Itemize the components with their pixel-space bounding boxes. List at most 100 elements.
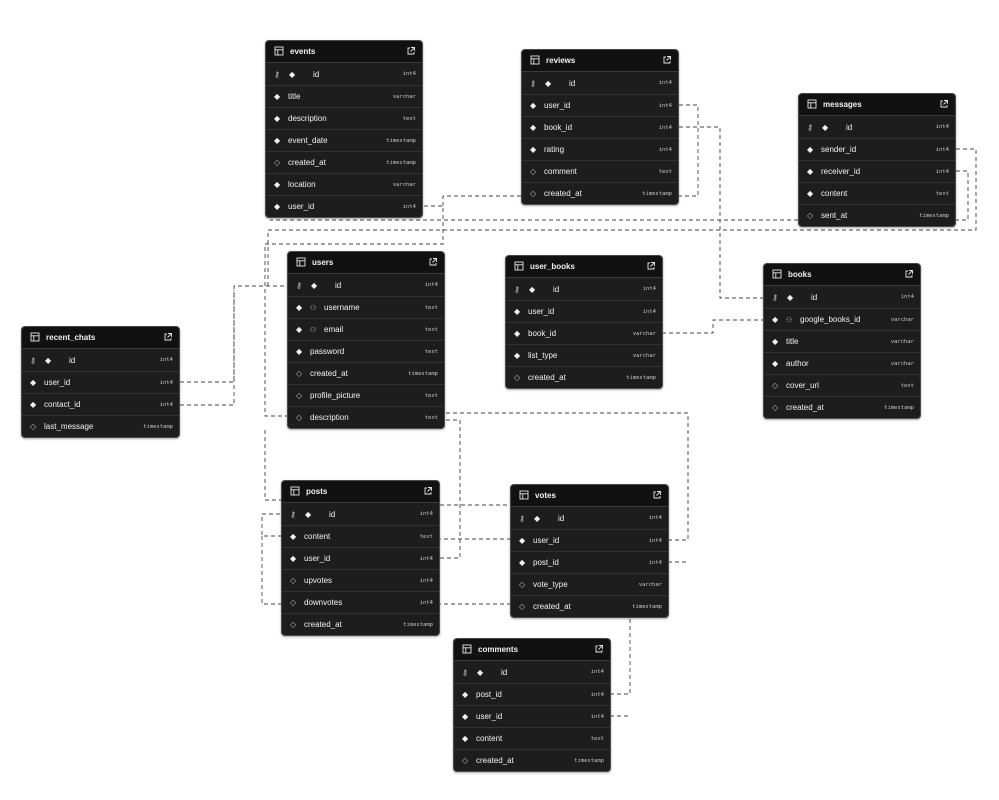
column-name: id [553, 284, 560, 294]
external-link-icon[interactable] [406, 43, 416, 61]
table-header[interactable]: users [288, 252, 444, 274]
external-link-icon[interactable] [423, 483, 433, 501]
table-name: votes [535, 491, 556, 500]
external-link-icon[interactable] [646, 258, 656, 276]
column-name: location [288, 180, 316, 189]
table-header[interactable]: recent_chats [22, 327, 179, 349]
external-link-icon[interactable] [594, 641, 604, 659]
table-header[interactable]: messages [799, 94, 955, 116]
hollow-diamond-icon: ◇ [519, 580, 526, 589]
table-header[interactable]: user_books [506, 256, 662, 278]
external-link-icon[interactable] [939, 96, 949, 114]
table-name: events [290, 47, 316, 56]
column-name: content [476, 734, 503, 743]
column-name: downvotes [304, 598, 343, 607]
table-header[interactable]: votes [511, 485, 668, 507]
column-type: int4 [590, 713, 604, 720]
table-header[interactable]: books [764, 264, 920, 286]
external-link-icon[interactable] [652, 487, 662, 505]
external-link-icon[interactable] [428, 254, 438, 272]
external-link-icon[interactable] [163, 329, 173, 347]
column-type: int4 [658, 80, 672, 86]
hollow-diamond-icon: ◇ [462, 756, 469, 765]
external-link-icon[interactable] [904, 266, 914, 284]
hollow-diamond-icon: ◇ [519, 602, 526, 611]
table-header[interactable]: comments [454, 639, 610, 661]
column-type: int4 [419, 599, 433, 606]
column-type: text [419, 533, 433, 540]
table-header[interactable]: events [266, 41, 422, 63]
table-header[interactable]: posts [282, 481, 439, 503]
table-header[interactable]: reviews [522, 50, 678, 72]
external-link-icon[interactable] [662, 52, 672, 70]
column-type: text [424, 392, 438, 399]
